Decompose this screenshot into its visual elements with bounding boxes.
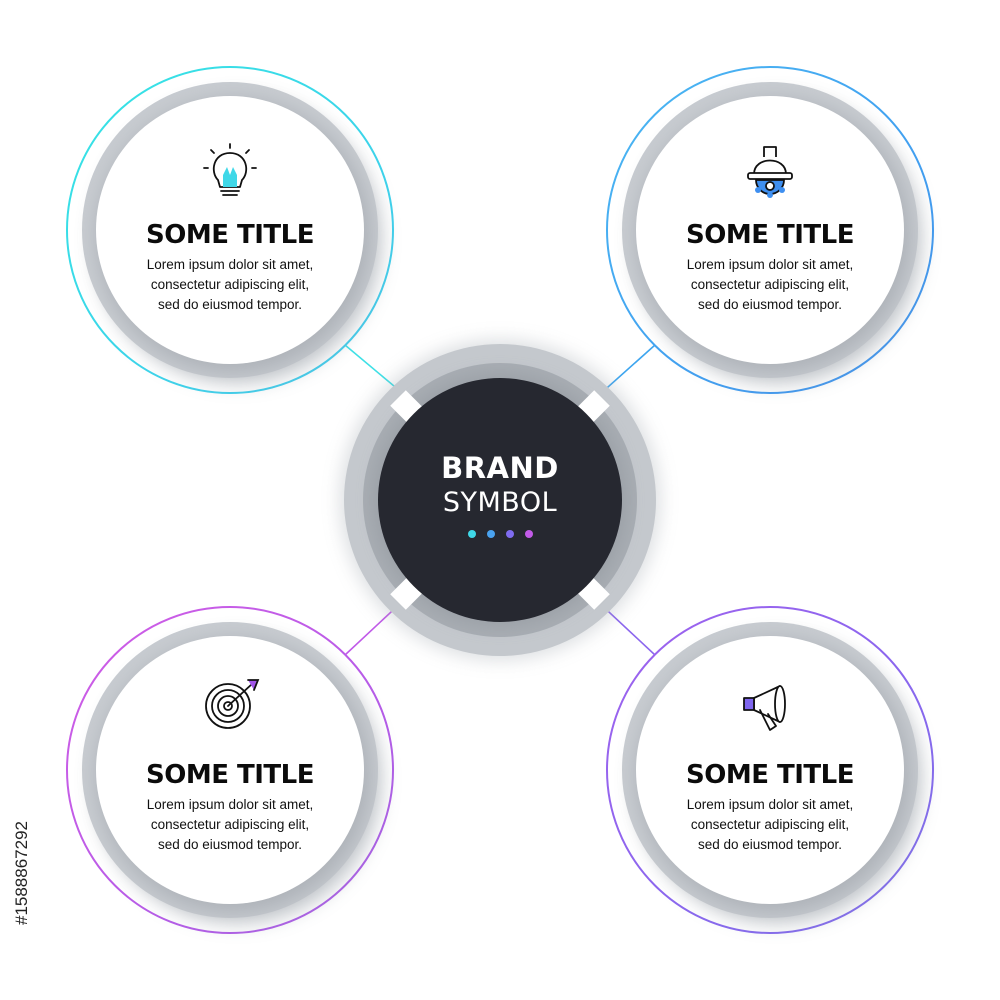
node-top-right <box>606 66 934 394</box>
node-bottom-left <box>66 606 394 934</box>
stock-id-label: #1588867292 <box>12 820 31 925</box>
target-arrow-icon <box>205 679 260 729</box>
dot-blue <box>486 530 495 538</box>
node-description: Lorem ipsum dolor sit amet, consectetur … <box>686 257 854 312</box>
megaphone-icon <box>743 685 786 731</box>
hardhat-gear-icon <box>747 146 793 198</box>
node-title: SOME TITLE <box>686 220 855 250</box>
node-text-top-right: SOME TITLE Lorem ipsum dolor sit amet, c… <box>650 219 890 315</box>
brand-dots <box>400 530 600 538</box>
node-description: Lorem ipsum dolor sit amet, consectetur … <box>146 257 314 312</box>
node-description: Lorem ipsum dolor sit amet, consectetur … <box>686 797 854 852</box>
dot-purple <box>524 530 533 538</box>
node-text-top-left: SOME TITLE Lorem ipsum dolor sit amet, c… <box>110 219 350 315</box>
brand-title: BRAND <box>441 451 559 485</box>
brand-symbol: BRAND SYMBOL <box>400 450 600 538</box>
brand-subtitle: SYMBOL <box>442 487 558 518</box>
lightbulb-icon <box>203 143 257 196</box>
center-hub <box>340 340 660 660</box>
node-title: SOME TITLE <box>146 220 315 250</box>
node-text-bottom-right: SOME TITLE Lorem ipsum dolor sit amet, c… <box>650 759 890 855</box>
node-text-bottom-left: SOME TITLE Lorem ipsum dolor sit amet, c… <box>110 759 350 855</box>
node-description: Lorem ipsum dolor sit amet, consectetur … <box>146 797 314 852</box>
node-title: SOME TITLE <box>146 760 315 790</box>
node-bottom-right <box>606 606 934 934</box>
dot-violet <box>505 530 514 538</box>
node-top-left <box>66 66 394 394</box>
dot-cyan <box>467 530 476 538</box>
node-title: SOME TITLE <box>686 760 855 790</box>
